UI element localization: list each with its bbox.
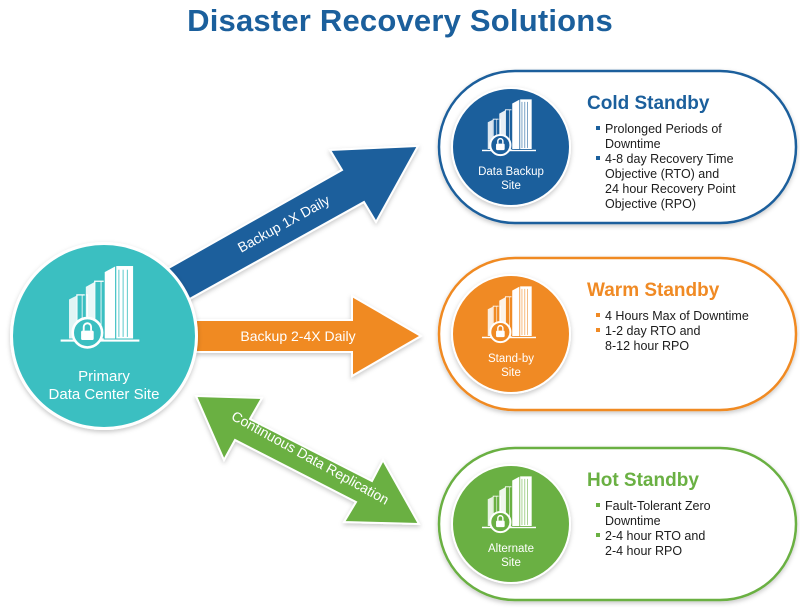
arrow-label-hot: Continuous Data Replication: [229, 408, 392, 508]
building-lock-icon: [59, 264, 141, 349]
bullet-marker: [596, 328, 600, 332]
site-label-line: Site: [501, 367, 521, 379]
bullet-marker: [596, 533, 600, 537]
bullet-text-line: 4-8 day Recovery Time: [605, 152, 734, 166]
bullet-text-line: 2-4 hour RPO: [605, 544, 682, 558]
bullet-text-line: Objective (RPO): [605, 197, 696, 211]
site-label-line: Alternate: [488, 543, 534, 555]
building-lock-icon: [481, 98, 537, 157]
bullet-text-line: Fault-Tolerant Zero: [605, 499, 711, 513]
bullet-text-line: 1-2 day RTO and: [605, 324, 700, 338]
primary-site-label-line-2: Data Center Site: [49, 386, 160, 403]
bullet-text-line: Prolonged Periods of: [605, 122, 722, 136]
arrow-shape-cold: [163, 144, 420, 303]
diagram-title: Disaster Recovery Solutions: [187, 3, 613, 38]
solution-title: Hot Standby: [587, 470, 699, 491]
site-label-line: Site: [501, 180, 521, 192]
primary-site-label-line-1: Primary: [78, 368, 130, 385]
primary-site-node: Primary Data Center Site: [10, 242, 198, 430]
arrow-backup-2-4x-daily: [195, 294, 423, 378]
bullet-marker: [596, 156, 600, 160]
arrow-continuous-data-replication: [194, 394, 421, 526]
arrow-label-warm: Backup 2-4X Daily: [240, 328, 355, 344]
bullet-text-line: Downtime: [605, 514, 661, 528]
bullet-text-line: 8-12 hour RPO: [605, 339, 689, 353]
arrow-backup-1x-daily: [163, 144, 420, 303]
site-label-line: Site: [501, 557, 521, 569]
arrow-shape-warm: [195, 294, 423, 378]
bullet-text-line: 2-4 hour RTO and: [605, 529, 705, 543]
arrow-shape-hot: [194, 394, 421, 526]
solution-title: Warm Standby: [587, 280, 720, 301]
bullet-marker: [596, 503, 600, 507]
bullet-marker: [596, 313, 600, 317]
bullet-text-line: Objective (RTO) and: [605, 167, 719, 181]
bullet-text-line: 24 hour Recovery Point: [605, 182, 736, 196]
site-label-line: Stand-by: [488, 353, 534, 365]
bullet-text-line: Downtime: [605, 137, 661, 151]
bullet-marker: [596, 126, 600, 130]
building-lock-icon: [481, 285, 537, 344]
site-label-line: Data Backup: [478, 166, 544, 178]
building-lock-icon: [481, 475, 537, 534]
bullet-text-line: 4 Hours Max of Downtime: [605, 309, 749, 323]
solution-title: Cold Standby: [587, 93, 710, 114]
